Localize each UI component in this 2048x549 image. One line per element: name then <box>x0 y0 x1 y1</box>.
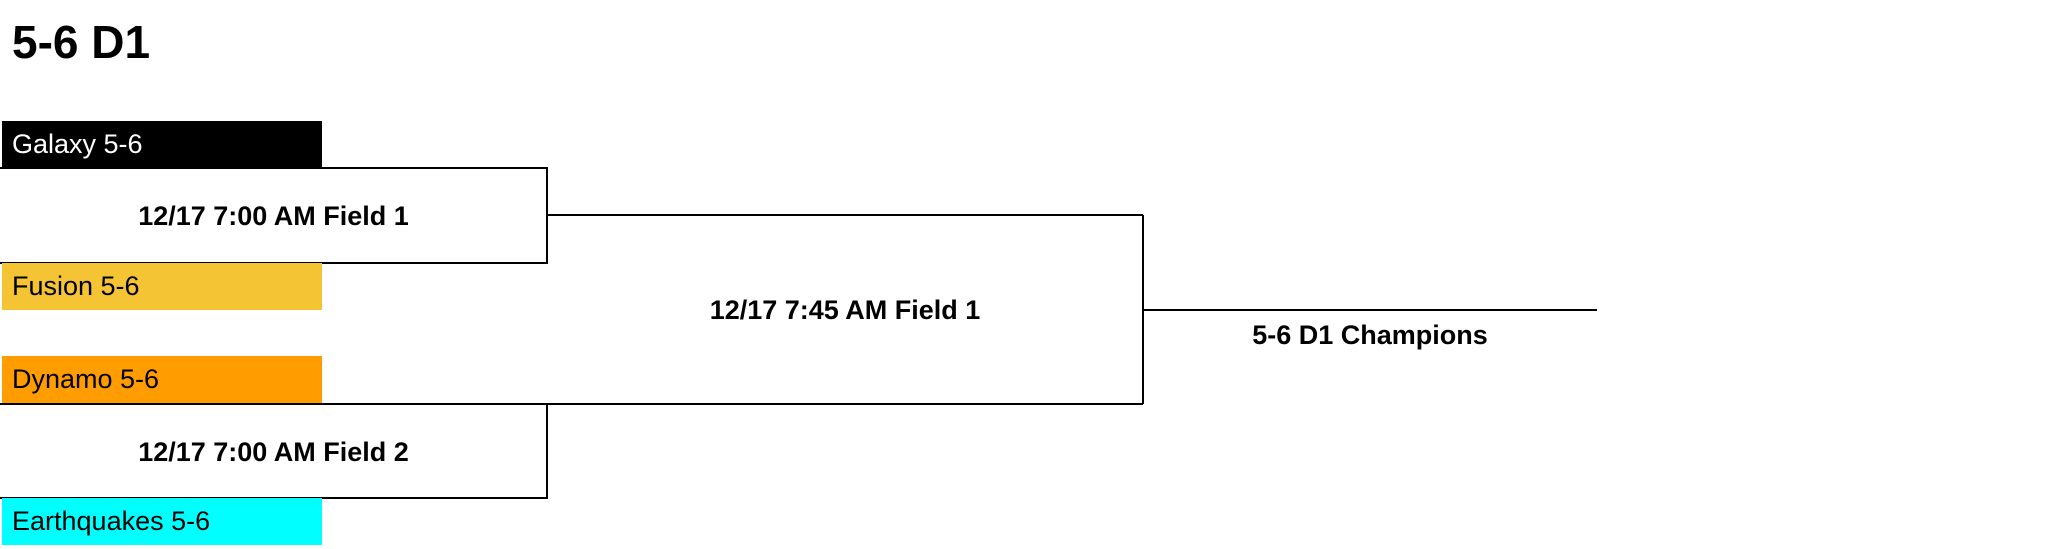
team-earthquakes: Earthquakes 5-6 <box>2 498 322 545</box>
team-galaxy: Galaxy 5-6 <box>2 121 322 168</box>
team-fusion: Fusion 5-6 <box>2 263 322 310</box>
final-label: 12/17 7:45 AM Field 1 <box>709 295 981 325</box>
champion-label: 5-6 D1 Champions <box>1252 320 1488 350</box>
team-dynamo: Dynamo 5-6 <box>2 356 322 403</box>
semifinal-1-label: 12/17 7:00 AM Field 1 <box>138 201 409 231</box>
page-title: 5-6 D1 <box>12 16 151 68</box>
semifinal-2-label: 12/17 7:00 AM Field 2 <box>138 437 409 467</box>
